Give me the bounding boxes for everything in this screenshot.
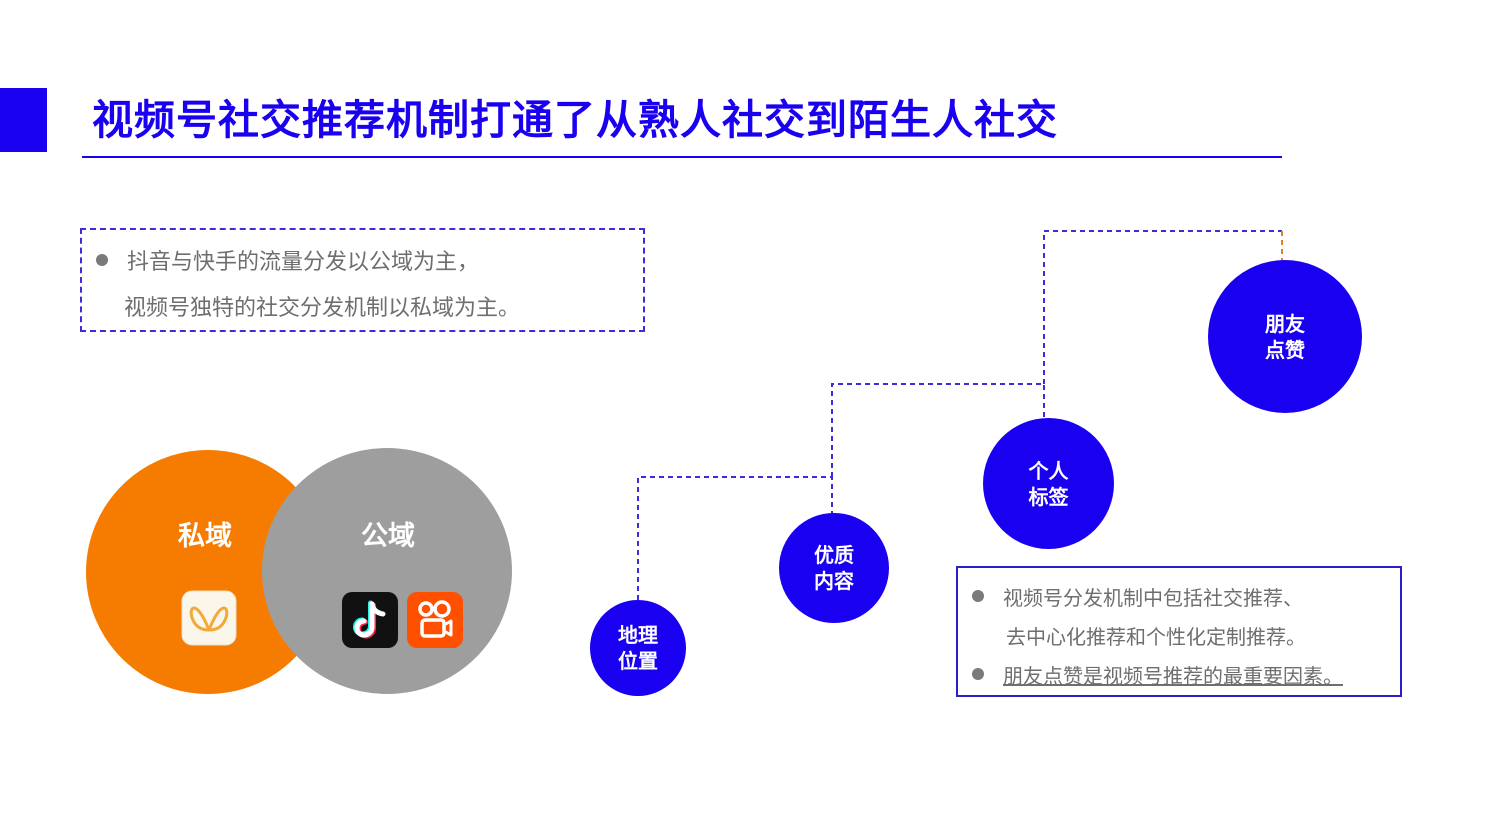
connector-quality-tags (831, 383, 1045, 477)
node-friend-likes: 朋友 点赞 (1208, 260, 1362, 413)
node-geo-location: 地理 位置 (590, 600, 686, 696)
node-quality-content-line1: 优质 (814, 543, 854, 567)
node-friend-likes-line1: 朋友 (1265, 311, 1305, 336)
kuaishou-icon (407, 592, 463, 648)
node-personal-tags-line2: 标签 (1028, 484, 1069, 509)
node-geo-location-line2: 位置 (618, 649, 658, 673)
summary-box: 视频号分发机制中包括社交推荐、 去中心化推荐和个性化定制推荐。 朋友点赞是视频号… (956, 566, 1402, 697)
node-personal-tags: 个人 标签 (983, 418, 1114, 549)
node-friend-likes-line2: 点赞 (1265, 337, 1305, 362)
summary-bullet1-line2: 去中心化推荐和个性化定制推荐。 (1006, 625, 1306, 649)
bullet-dot (972, 590, 984, 602)
node-geo-location-line1: 地理 (618, 623, 658, 647)
private-domain-label: 私域 (178, 521, 232, 552)
wechat-channels-icon (181, 590, 237, 646)
connector-location-quality (637, 476, 833, 600)
bullet-dot (972, 668, 984, 680)
connector-tags-likes (1043, 230, 1282, 384)
summary-bullet2: 朋友点赞是视频号推荐的最重要因素。 (1003, 664, 1343, 688)
note-line-2: 视频号独特的社交分发机制以私域为主。 (124, 296, 521, 321)
public-domain-circle (262, 448, 512, 694)
traffic-note-box: 抖音与快手的流量分发以公域为主， 视频号独特的社交分发机制以私域为主。 (80, 228, 645, 332)
page-title: 视频号社交推荐机制打通了从熟人社交到陌生人社交 (92, 96, 1058, 144)
note-line-1: 抖音与快手的流量分发以公域为主， (127, 250, 480, 275)
node-quality-content: 优质 内容 (779, 513, 889, 623)
summary-bullet1-line1: 视频号分发机制中包括社交推荐、 (1003, 586, 1303, 610)
title-accent-block (0, 88, 47, 152)
douyin-icon (342, 592, 398, 648)
public-domain-label: 公域 (361, 521, 415, 552)
bullet-dot (96, 254, 108, 266)
title-underline (82, 156, 1282, 158)
node-quality-content-line2: 内容 (814, 569, 854, 593)
node-personal-tags-line1: 个人 (1028, 458, 1069, 483)
